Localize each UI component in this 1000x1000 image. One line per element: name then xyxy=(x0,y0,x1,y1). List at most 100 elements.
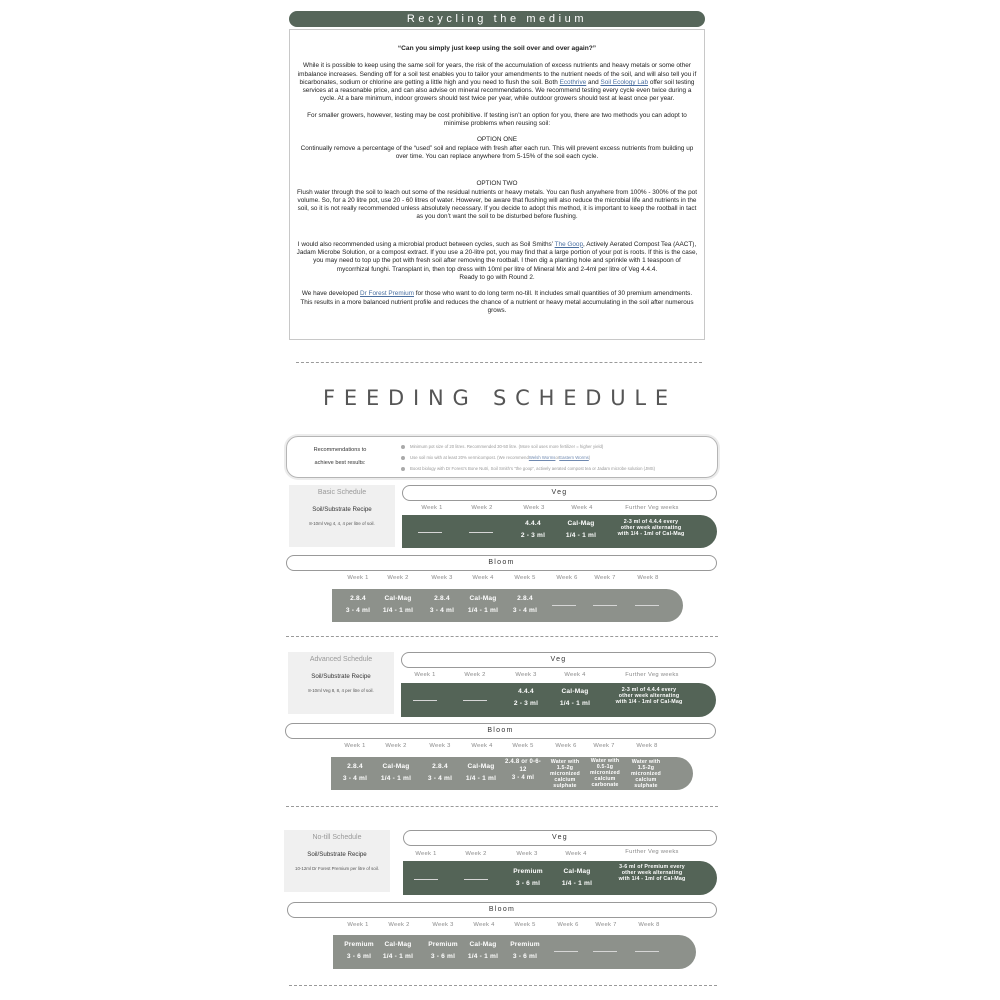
text: and xyxy=(586,78,601,86)
week-label: Week 3 xyxy=(516,851,538,857)
basic-schedule-panel: Basic Schedule Soil/Substrate Recipe 8-1… xyxy=(289,485,395,547)
text: 2.8.4 xyxy=(434,595,450,602)
bloom-cell: Water with 0.5-1g micronized calcium car… xyxy=(590,758,620,788)
text: 2.8.4 xyxy=(347,763,363,770)
week-label: Week 4 xyxy=(471,743,493,749)
week-label: Week 4 xyxy=(473,922,495,928)
text: 3 - 4 ml xyxy=(511,775,535,781)
text: Cal-Mag xyxy=(567,520,595,527)
bullet-icon xyxy=(401,444,405,449)
week-label: Week 5 xyxy=(512,743,534,749)
recipe-label: Soil/Substrate Recipe xyxy=(307,851,367,858)
recipe-label: Soil/Substrate Recipe xyxy=(312,506,372,513)
bloom-cell: 2.8.4 3 - 4 ml xyxy=(420,763,460,783)
week-label: Week 1 xyxy=(421,505,443,511)
text: 1/4 - 1 ml xyxy=(467,607,499,614)
veg-cell: 3-6 ml of Premium every other week alter… xyxy=(618,864,686,882)
week-label: Week 6 xyxy=(555,743,577,749)
week-label: Week 8 xyxy=(638,922,660,928)
text: Cal-Mag xyxy=(467,763,495,770)
text: Cal-Mag xyxy=(384,941,412,948)
week-label: Week 7 xyxy=(593,743,615,749)
empty-week-line xyxy=(635,951,659,952)
text: Premium xyxy=(513,868,543,875)
bloom-header: Bloom xyxy=(285,723,716,739)
schedule-name: Advanced Schedule xyxy=(309,656,373,663)
list-item: Boost biology with Dr Forest’s Bone Nutr… xyxy=(401,463,711,474)
text: Minimum pot size of 20 litres. Recommend… xyxy=(410,444,604,449)
empty-week-line xyxy=(635,605,659,606)
recommendations-label: Recommendations to achieve best results: xyxy=(295,444,385,470)
text: 1/4 - 1 ml xyxy=(559,700,591,707)
empty-week-line xyxy=(469,532,493,533)
week-label: Week 2 xyxy=(465,851,487,857)
text: for those who want to do long term no-ti… xyxy=(300,290,694,314)
week-label: Week 1 xyxy=(344,743,366,749)
text: Premium xyxy=(510,941,540,948)
eastern-worms-link[interactable]: Eastern Worms xyxy=(559,455,589,460)
week-label: Week 8 xyxy=(637,575,659,581)
option-two-body: Flush water through the soil to leach ou… xyxy=(297,188,697,221)
list-item: Minimum pot size of 20 litres. Recommend… xyxy=(401,441,711,452)
week-label: Week 1 xyxy=(414,672,436,678)
text: I would also recommended using a microbi… xyxy=(297,240,555,248)
text: Use soil mix with at least 20% vermicomp… xyxy=(410,455,529,460)
dr-forest-premium-link[interactable]: Dr Forest Premium xyxy=(360,290,414,298)
veg-header: Veg xyxy=(403,830,717,846)
text: Premium xyxy=(344,941,374,948)
week-label: Week 3 xyxy=(432,922,454,928)
the-goop-link[interactable]: The Goop xyxy=(554,240,584,248)
week-label: Week 1 xyxy=(347,575,369,581)
recipe-text: 10-12ml Dr Forest Premium per litre of s… xyxy=(295,866,379,871)
text: 3 - 6 ml xyxy=(515,880,541,887)
recipe-text: 8-10ml Veg 4, 4, 4 per litre of soil. xyxy=(309,521,375,526)
text: 1/4 - 1 ml xyxy=(465,775,497,782)
advanced-schedule-panel: Advanced Schedule Soil/Substrate Recipe … xyxy=(288,652,394,714)
text: 1/4 - 1 ml xyxy=(561,880,593,887)
soil-ecology-lab-link[interactable]: Soil Ecology Lab xyxy=(600,78,649,86)
week-label: Week 3 xyxy=(523,505,545,511)
week-label: Week 8 xyxy=(636,743,658,749)
article-question: “Can you simply just keep using the soil… xyxy=(397,45,597,52)
ecothrive-link[interactable]: Ecothrive xyxy=(559,78,587,86)
week-label: Week 6 xyxy=(557,922,579,928)
empty-week-line xyxy=(418,532,442,533)
option-two-heading: OPTION TWO xyxy=(476,180,518,188)
text: 2.8.4 xyxy=(517,595,533,602)
week-label: Further Veg weeks xyxy=(625,505,679,511)
empty-week-line xyxy=(593,605,617,606)
text: Cal-Mag xyxy=(382,763,410,770)
section-title-bar: Recycling the medium xyxy=(289,11,705,27)
text: or xyxy=(555,455,560,460)
text: We have developed xyxy=(301,290,361,298)
recommendations-list: Minimum pot size of 20 litres. Recommend… xyxy=(401,441,711,474)
veg-cell: Premium 3 - 6 ml xyxy=(507,868,549,888)
text: 3 - 6 ml xyxy=(346,953,372,960)
article-box: “Can you simply just keep using the soil… xyxy=(289,29,705,340)
text: 2 - 3 ml xyxy=(520,532,546,539)
week-label: Further Veg weeks xyxy=(625,849,679,855)
week-label: Week 3 xyxy=(429,743,451,749)
week-label: Week 4 xyxy=(564,672,586,678)
text: 2.8.4 xyxy=(432,763,448,770)
week-label: Week 4 xyxy=(565,851,587,857)
text: 4.4.4 xyxy=(525,520,541,527)
text: 3 - 4 ml xyxy=(345,607,371,614)
text: 3 - 4 ml xyxy=(427,775,453,782)
text: Boost biology with Dr Forest’s Bone Nutr… xyxy=(410,466,656,471)
welsh-worms-link[interactable]: Welsh Worms xyxy=(528,455,556,460)
article-paragraph-2: For smaller growers, however, testing ma… xyxy=(307,111,687,128)
text: Cal-Mag xyxy=(469,941,497,948)
bloom-header: Bloom xyxy=(286,555,717,571)
schedule-name: Basic Schedule xyxy=(317,489,367,496)
